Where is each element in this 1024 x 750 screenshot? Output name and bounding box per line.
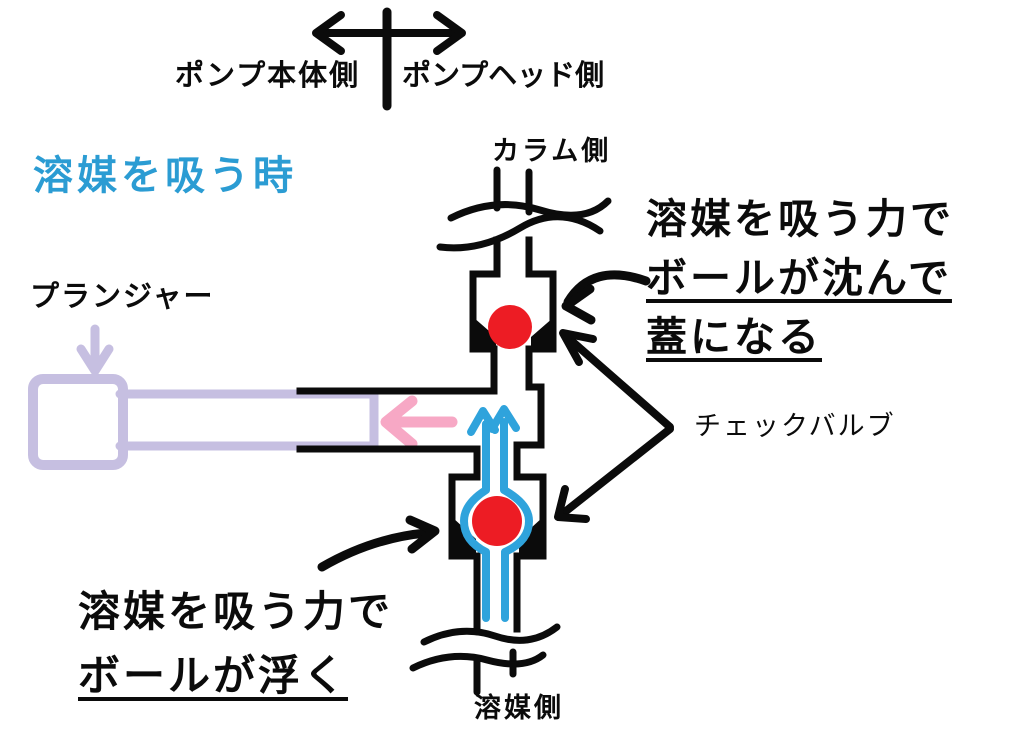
plunger-rod-outline <box>115 389 379 451</box>
solvent-flow-arrows-icon <box>460 405 533 622</box>
upper-note-arrow-icon <box>561 270 651 325</box>
pump-body-side-label: ポンプ本体側 <box>175 60 361 92</box>
check-valve-pointer-upper-icon <box>559 329 674 431</box>
plunger-pointer-arrow-icon <box>76 324 114 376</box>
upper-valve-seats <box>473 317 554 350</box>
plunger-label: プランジャー <box>30 281 215 313</box>
pump-head-side-label: ポンプヘッド側 <box>402 60 605 92</box>
check-valve-pointer-lower-icon <box>554 425 674 523</box>
page-title: 溶媒を吸う時 <box>33 154 297 198</box>
upper-note-line1: 溶媒を吸う力で <box>646 196 954 242</box>
upper-note-line2: ボールが沈んで <box>646 255 952 301</box>
suction-arrow-icon <box>380 395 458 450</box>
upper-pipe-break-lines <box>436 166 612 252</box>
lower-seat-right <box>519 517 543 557</box>
lower-check-ball <box>472 496 522 546</box>
upper-note-line3: 蓋になる <box>646 314 822 360</box>
lower-note-line1: 溶媒を吸う力で <box>78 588 394 635</box>
check-valve-label: チェックバルブ <box>694 411 896 441</box>
lower-note-line2: ボールが浮く <box>78 652 349 699</box>
upper-check-ball <box>488 305 532 349</box>
upper-valve-note: 溶媒を吸う力で ボールが沈んで 蓋になる <box>646 190 954 367</box>
column-side-label: カラム側 <box>492 136 612 166</box>
lower-valve-note: 溶媒を吸う力で ボールが浮く <box>78 580 393 708</box>
valve-body-outline <box>296 236 557 633</box>
plunger <box>28 324 379 470</box>
lower-pipe-break-lines <box>409 623 561 696</box>
plunger-head-outline <box>28 374 128 470</box>
pump-side-direction-arrows-icon <box>312 7 466 111</box>
upper-seat-left <box>473 317 496 350</box>
lower-note-arrow-icon <box>317 515 440 572</box>
upper-seat-right <box>531 317 554 350</box>
solvent-side-label: 溶媒側 <box>474 693 564 723</box>
